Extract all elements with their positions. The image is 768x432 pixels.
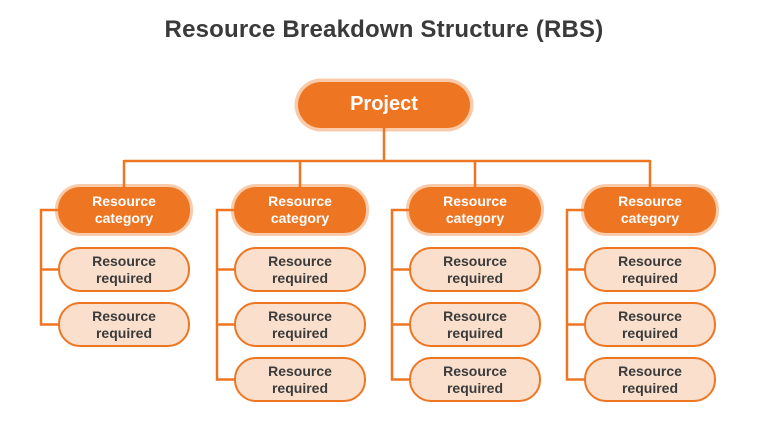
resource-required-node: Resource required [584,247,716,292]
resource-required-node: Resource required [584,302,716,347]
category-drop-lines [122,160,652,188]
project-node-label: Project [350,93,418,116]
resource-category-node-2: Resource category [234,187,366,233]
child-label: Resource required [443,362,507,396]
page-title: Resource Breakdown Structure (RBS) [164,16,604,43]
resource-required-node: Resource required [58,247,190,292]
category-label: Resource category [268,193,332,226]
resource-category-node-4: Resource category [584,187,716,233]
resource-category-node-1: Resource category [58,187,190,233]
resource-required-node: Resource required [584,357,716,402]
resource-required-node: Resource required [58,302,190,347]
resource-category-node-3: Resource category [409,187,541,233]
child-label: Resource required [268,362,332,396]
category-label: Resource category [92,193,156,226]
child-label: Resource required [268,252,332,286]
resource-required-node: Resource required [234,357,366,402]
child-label: Resource required [443,307,507,341]
child-label: Resource required [618,307,682,341]
category-label: Resource category [443,193,507,226]
resource-required-node: Resource required [409,247,541,292]
project-node: Project [298,82,470,128]
column2-bracket [215,208,235,381]
column4-bracket [565,208,585,381]
resource-required-node: Resource required [234,247,366,292]
column3-bracket [390,208,410,381]
resource-required-node: Resource required [234,302,366,347]
child-label: Resource required [92,252,156,286]
child-label: Resource required [618,252,682,286]
child-label: Resource required [92,307,156,341]
child-label: Resource required [618,362,682,396]
category-label: Resource category [618,193,682,226]
resource-required-node: Resource required [409,302,541,347]
resource-required-node: Resource required [409,357,541,402]
child-label: Resource required [443,252,507,286]
child-label: Resource required [268,307,332,341]
column1-bracket [39,208,59,326]
